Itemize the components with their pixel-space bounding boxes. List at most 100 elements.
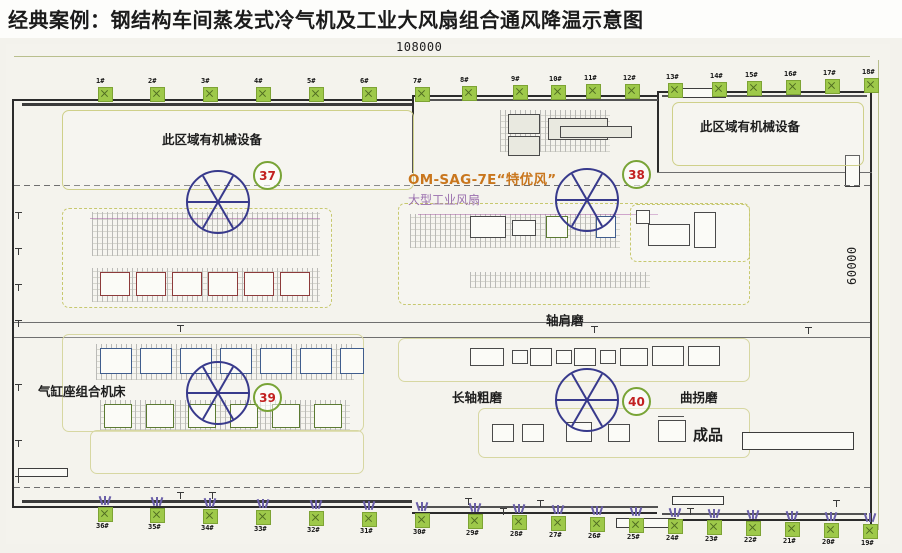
evaporative-cooler-unit[interactable] bbox=[824, 523, 839, 538]
cooler-unit-label: 23# bbox=[705, 535, 718, 543]
machine-block bbox=[508, 136, 540, 156]
cooler-unit-label: 26# bbox=[588, 532, 601, 540]
air-outlet-icon bbox=[629, 506, 642, 517]
fan-tag-37[interactable]: 37 bbox=[253, 161, 282, 190]
evaporative-cooler-unit[interactable] bbox=[150, 508, 165, 523]
evaporative-cooler-unit[interactable] bbox=[362, 87, 377, 102]
evaporative-cooler-unit[interactable] bbox=[863, 524, 878, 539]
evaporative-cooler-unit[interactable] bbox=[513, 85, 528, 100]
machine-block bbox=[694, 212, 716, 248]
industrial-fan[interactable] bbox=[186, 361, 250, 425]
column-tick bbox=[465, 498, 472, 505]
machine-block bbox=[470, 216, 506, 238]
industrial-fan[interactable] bbox=[555, 368, 619, 432]
cooler-unit-label: 3# bbox=[201, 77, 210, 85]
dimension-line-right bbox=[878, 60, 879, 530]
machine-block bbox=[658, 420, 686, 442]
cooler-unit-label: 30# bbox=[413, 528, 426, 536]
machine-block bbox=[314, 404, 342, 428]
evaporative-cooler-unit[interactable] bbox=[309, 87, 324, 102]
evaporative-cooler-unit[interactable] bbox=[586, 84, 601, 99]
evaporative-cooler-unit[interactable] bbox=[309, 511, 324, 526]
industrial-fan[interactable] bbox=[555, 168, 619, 232]
evaporative-cooler-unit[interactable] bbox=[625, 84, 640, 99]
cooler-unit-label: 27# bbox=[549, 531, 562, 539]
evaporative-cooler-unit[interactable] bbox=[707, 520, 722, 535]
column-tick bbox=[537, 500, 544, 507]
air-outlet-icon bbox=[746, 509, 759, 520]
air-outlet-icon bbox=[551, 504, 564, 515]
fan-tag-40[interactable]: 40 bbox=[622, 387, 651, 416]
cooler-unit-label: 33# bbox=[254, 525, 267, 533]
evaporative-cooler-unit[interactable] bbox=[415, 87, 430, 102]
evaporative-cooler-unit[interactable] bbox=[512, 515, 527, 530]
machine-block bbox=[648, 224, 690, 246]
machine-block bbox=[688, 346, 720, 366]
evaporative-cooler-unit[interactable] bbox=[629, 518, 644, 533]
air-outlet-icon bbox=[863, 512, 876, 523]
zone-upper-right-machinery bbox=[672, 102, 864, 166]
machine-block bbox=[512, 220, 536, 236]
axis-line-bottom bbox=[14, 487, 870, 488]
evaporative-cooler-unit[interactable] bbox=[551, 516, 566, 531]
cooler-unit-label: 24# bbox=[666, 534, 679, 542]
evaporative-cooler-unit[interactable] bbox=[203, 87, 218, 102]
zone-label-upper-left: 此区域有机械设备 bbox=[162, 132, 263, 147]
door-right bbox=[845, 155, 860, 187]
evaporative-cooler-unit[interactable] bbox=[98, 87, 113, 102]
machine-block bbox=[608, 424, 630, 442]
evaporative-cooler-unit[interactable] bbox=[203, 509, 218, 524]
evaporative-cooler-unit[interactable] bbox=[825, 79, 840, 94]
duct-main-bottom bbox=[22, 500, 412, 503]
machine-block bbox=[260, 348, 292, 374]
evaporative-cooler-unit[interactable] bbox=[98, 507, 113, 522]
machine-block bbox=[100, 272, 130, 296]
air-outlet-icon bbox=[309, 499, 322, 510]
cooler-unit-label: 25# bbox=[627, 533, 640, 541]
evaporative-cooler-unit[interactable] bbox=[590, 517, 605, 532]
axis-line-mid bbox=[14, 322, 870, 323]
evaporative-cooler-unit[interactable] bbox=[362, 512, 377, 527]
cooler-unit-label: 18# bbox=[862, 68, 875, 76]
evaporative-cooler-unit[interactable] bbox=[462, 86, 477, 101]
evaporative-cooler-unit[interactable] bbox=[746, 521, 761, 536]
evaporative-cooler-unit[interactable] bbox=[786, 80, 801, 95]
column-tick bbox=[15, 248, 22, 255]
column-tick bbox=[15, 384, 22, 391]
evaporative-cooler-unit[interactable] bbox=[415, 513, 430, 528]
zone-label-upper-right: 此区域有机械设备 bbox=[700, 119, 801, 134]
air-outlet-icon bbox=[590, 505, 603, 516]
evaporative-cooler-unit[interactable] bbox=[468, 514, 483, 529]
evaporative-cooler-unit[interactable] bbox=[256, 87, 271, 102]
product-model-label: OM-SAG-7E“特优风” bbox=[408, 172, 557, 188]
evaporative-cooler-unit[interactable] bbox=[785, 522, 800, 537]
evaporative-cooler-unit[interactable] bbox=[551, 85, 566, 100]
machine-block bbox=[140, 348, 172, 374]
cooler-unit-label: 22# bbox=[744, 536, 757, 544]
evaporative-cooler-unit[interactable] bbox=[747, 81, 762, 96]
zone-label-crank-grind: 曲拐磨 bbox=[680, 390, 718, 405]
fan-tag-38[interactable]: 38 bbox=[622, 160, 651, 189]
wall-top-mid bbox=[412, 95, 657, 97]
air-outlet-icon bbox=[362, 500, 375, 511]
evaporative-cooler-unit[interactable] bbox=[668, 519, 683, 534]
evaporative-cooler-unit[interactable] bbox=[150, 87, 165, 102]
air-outlet-icon bbox=[150, 496, 163, 507]
machine-block bbox=[600, 350, 616, 364]
product-type-label: 大型工业风扇 bbox=[408, 193, 481, 207]
fan-tag-39[interactable]: 39 bbox=[253, 383, 282, 412]
machine-block bbox=[244, 272, 274, 296]
product-callout: OM-SAG-7E“特优风” 大型工业风扇 bbox=[408, 168, 556, 208]
evaporative-cooler-unit[interactable] bbox=[668, 83, 683, 98]
page-title: 经典案例：钢结构车间蒸发式冷气机及工业大风扇组合通风降温示意图 bbox=[8, 8, 644, 32]
cooler-unit-label: 6# bbox=[360, 77, 369, 85]
cooler-unit-label: 5# bbox=[307, 77, 316, 85]
evaporative-cooler-unit[interactable] bbox=[712, 82, 727, 97]
fan-ring-icon bbox=[555, 168, 619, 232]
column-tick bbox=[15, 476, 22, 483]
cooler-unit-label: 4# bbox=[254, 77, 263, 85]
evaporative-cooler-unit[interactable] bbox=[864, 78, 879, 93]
industrial-fan[interactable] bbox=[186, 170, 250, 234]
evaporative-cooler-unit[interactable] bbox=[256, 510, 271, 525]
